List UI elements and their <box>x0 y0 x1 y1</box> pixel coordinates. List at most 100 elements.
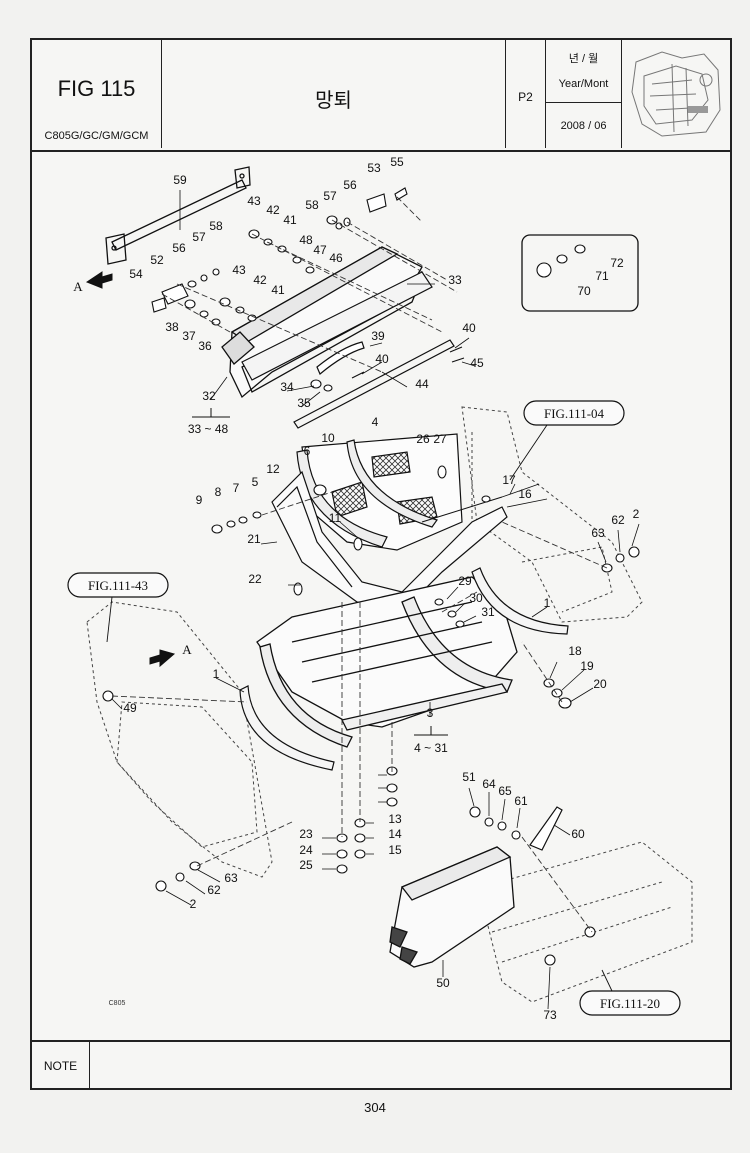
part-label-43: 43 <box>247 194 261 208</box>
assembly-lines-upper <box>161 196 458 373</box>
view-arrows <box>85 271 176 668</box>
part-label-41: 41 <box>283 213 297 227</box>
figure-cell: FIG 115 C805G/GC/GM/GCM <box>32 40 162 148</box>
part-label-24: 24 <box>299 843 313 857</box>
group-brackets <box>192 408 448 736</box>
part-label-2: 2 <box>633 507 640 521</box>
page-frame: FIG 115 C805G/GC/GM/GCM 망퇴 P2 년 / 월 Year… <box>30 38 732 1090</box>
label-leaders <box>111 190 640 1010</box>
part-39-bracket <box>316 341 365 375</box>
exploded-parts-diagram: 1122345678910111213141516171819202122232… <box>67 155 693 1022</box>
fig-ref-leaders <box>106 424 613 992</box>
combine-harvester-thumbnail-image <box>631 51 721 137</box>
part-label-70: 70 <box>577 284 591 298</box>
title-cell: 망퇴 <box>162 40 506 148</box>
part-label-34: 34 <box>280 380 294 394</box>
part-label-53: 53 <box>367 161 381 175</box>
part-label-57: 57 <box>323 189 337 203</box>
part-label-23: 23 <box>299 827 313 841</box>
part-label-50: 50 <box>436 976 450 990</box>
part-label-42-2: 42 <box>253 273 267 287</box>
part-label-44: 44 <box>415 377 429 391</box>
part-label-15: 15 <box>388 843 402 857</box>
part-label-35: 35 <box>297 396 311 410</box>
part-label-11: 11 <box>329 511 342 525</box>
part-label-36: 36 <box>198 339 212 353</box>
part-label-3: 3 <box>427 706 434 720</box>
page-code-cell: P2 <box>506 40 546 148</box>
part-label-5: 5 <box>252 475 259 489</box>
date-value: 2008 / 06 <box>560 120 607 132</box>
assembly-lines-lower <box>111 491 608 933</box>
view-label-upper: A <box>73 279 83 294</box>
part-labels: 1122345678910111213141516171819202122232… <box>123 155 639 1022</box>
part-label-56: 56 <box>343 178 357 192</box>
inset-hardware <box>536 244 586 278</box>
part-label-20: 20 <box>593 677 607 691</box>
part-label-65: 65 <box>498 784 512 798</box>
part-label-62: 62 <box>611 513 625 527</box>
part-label-61: 61 <box>514 794 528 808</box>
part-label-1-2: 1 <box>544 596 551 610</box>
part-label-46: 46 <box>329 251 343 265</box>
part-label-14: 14 <box>388 827 402 841</box>
part-label-17: 17 <box>502 473 516 487</box>
fig-ref-111-20: FIG.111-20 <box>600 996 660 1011</box>
page-number: 304 <box>364 1100 386 1115</box>
part-label-21: 21 <box>247 532 261 546</box>
part-label-51: 51 <box>462 770 476 784</box>
machine-thumbnail <box>622 40 730 148</box>
part-label-7: 7 <box>233 481 240 495</box>
part-label-60: 60 <box>571 827 585 841</box>
fig-ref-111-43: FIG.111-43 <box>88 578 148 593</box>
part-label-8: 8 <box>215 485 222 499</box>
part-label-63-2: 63 <box>224 871 238 885</box>
part-33-plate <box>241 271 433 381</box>
fig-ref-111-04: FIG.111-04 <box>544 406 605 421</box>
part-label-47: 47 <box>313 243 327 257</box>
part-label-4: 4 <box>372 415 379 429</box>
part-label-59: 59 <box>173 173 187 187</box>
part-label-62-2: 62 <box>207 883 221 897</box>
part-label-33: 33 <box>448 273 462 287</box>
part-label-39: 39 <box>371 329 385 343</box>
part-label-54: 54 <box>129 267 143 281</box>
part-label-32: 32 <box>202 389 216 403</box>
part-label-2-2: 2 <box>190 897 197 911</box>
part-label-37: 37 <box>182 329 196 343</box>
part-label-1: 1 <box>213 667 220 681</box>
part-label-27: 27 <box>433 432 447 446</box>
part-label-13: 13 <box>388 812 402 826</box>
date-label-english: Year/Mont <box>558 78 609 90</box>
part-label-38: 38 <box>165 320 179 334</box>
part-label-72: 72 <box>610 256 624 270</box>
group-range-lower: 4 ~ 31 <box>414 741 448 755</box>
date-cell: 년 / 월 Year/Mont 2008 / 06 <box>546 40 622 148</box>
part-label-57-2: 57 <box>192 230 206 244</box>
page-title: 망퇴 <box>315 90 352 112</box>
part-1-side-bars <box>239 567 569 771</box>
date-label-box: 년 / 월 Year/Mont <box>546 40 621 103</box>
part-44-strip <box>293 339 455 429</box>
upper-hardware <box>151 187 465 392</box>
part-label-10: 10 <box>321 431 335 445</box>
part-label-58-2: 58 <box>209 219 223 233</box>
inset-box <box>521 234 639 312</box>
part-label-18: 18 <box>568 644 582 658</box>
part-50-side-cover <box>389 846 515 968</box>
model-list: C805G/GC/GM/GCM <box>44 130 149 142</box>
part-label-43-2: 43 <box>232 263 246 277</box>
part-label-42: 42 <box>266 203 280 217</box>
lower-hardware <box>102 465 640 966</box>
note-row: NOTE <box>32 1040 730 1090</box>
part-label-19: 19 <box>580 659 594 673</box>
part-label-30: 30 <box>469 591 483 605</box>
part-60-lever <box>529 806 563 851</box>
fig-ref-bubbles <box>67 400 681 1016</box>
part-label-6: 6 <box>304 444 311 458</box>
part-label-16: 16 <box>518 487 532 501</box>
figure-number: FIG 115 <box>57 76 136 101</box>
part-59-shaft <box>105 166 251 265</box>
part-label-71: 71 <box>595 269 609 283</box>
view-label-lower: A <box>182 642 192 657</box>
